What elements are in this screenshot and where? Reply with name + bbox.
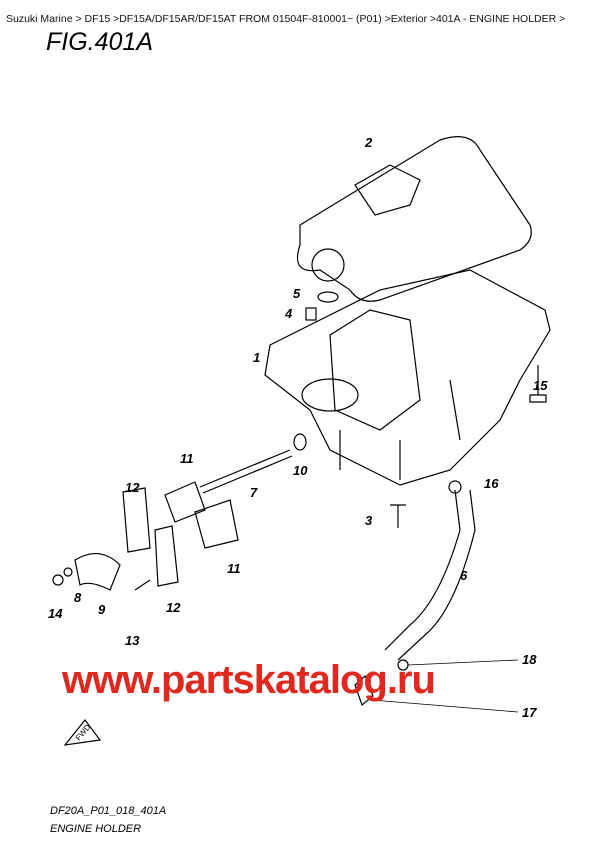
diagram-code: DF20A_P01_018_401A — [50, 805, 167, 817]
oring-part-10 — [293, 433, 307, 451]
callout-12b: 12 — [166, 600, 181, 615]
bolt-part-13 — [134, 579, 151, 591]
engine-holder-part-1 — [264, 269, 551, 486]
diagram-name: ENGINE HOLDER — [50, 823, 142, 835]
pin-part-4 — [305, 307, 317, 321]
bracket-part-11 — [164, 481, 239, 549]
bolt-part-15 — [529, 365, 547, 403]
callout-11: 11 — [180, 451, 194, 466]
plate-part-12 — [122, 487, 179, 587]
leader-line-18 — [407, 659, 519, 666]
gasket-part-2 — [296, 136, 532, 302]
bolt-part-3 — [390, 504, 406, 528]
figure-title: FIG.401A — [46, 28, 153, 56]
callout-8: 8 — [74, 590, 82, 605]
watermark: www.partskatalog.ru — [62, 658, 436, 702]
callout-7: 7 — [250, 485, 258, 500]
callout-10: 10 — [293, 463, 308, 478]
callout-16: 16 — [484, 476, 499, 491]
callout-2: 2 — [365, 135, 373, 150]
callout-18: 18 — [522, 652, 537, 667]
callout-9: 9 — [98, 602, 106, 617]
callout-3: 3 — [365, 513, 373, 528]
breadcrumb[interactable]: Suzuki Marine > DF15 >DF15A/DF15AR/DF15A… — [6, 13, 566, 25]
callout-4: 4 — [285, 306, 293, 321]
shaft-part-7 — [199, 449, 293, 494]
callout-5: 5 — [293, 286, 301, 301]
fwd-arrow-icon — [63, 719, 102, 746]
washer-part-8 — [63, 567, 73, 577]
callout-6: 6 — [460, 568, 468, 583]
callout-1: 1 — [253, 350, 261, 365]
clip-part-16 — [448, 480, 462, 494]
hose-part-6 — [384, 489, 476, 661]
callout-11b: 11 — [227, 561, 241, 576]
seal-part-5 — [317, 291, 339, 303]
callout-12: 12 — [125, 480, 140, 495]
callout-17: 17 — [522, 705, 537, 720]
leader-line-17 — [371, 699, 519, 713]
fitting-part-17 — [354, 674, 374, 707]
callout-13: 13 — [125, 633, 140, 648]
nut-part-14 — [52, 574, 64, 586]
callout-14: 14 — [48, 606, 63, 621]
callout-15: 15 — [533, 378, 548, 393]
clamp-part-9 — [74, 553, 121, 591]
